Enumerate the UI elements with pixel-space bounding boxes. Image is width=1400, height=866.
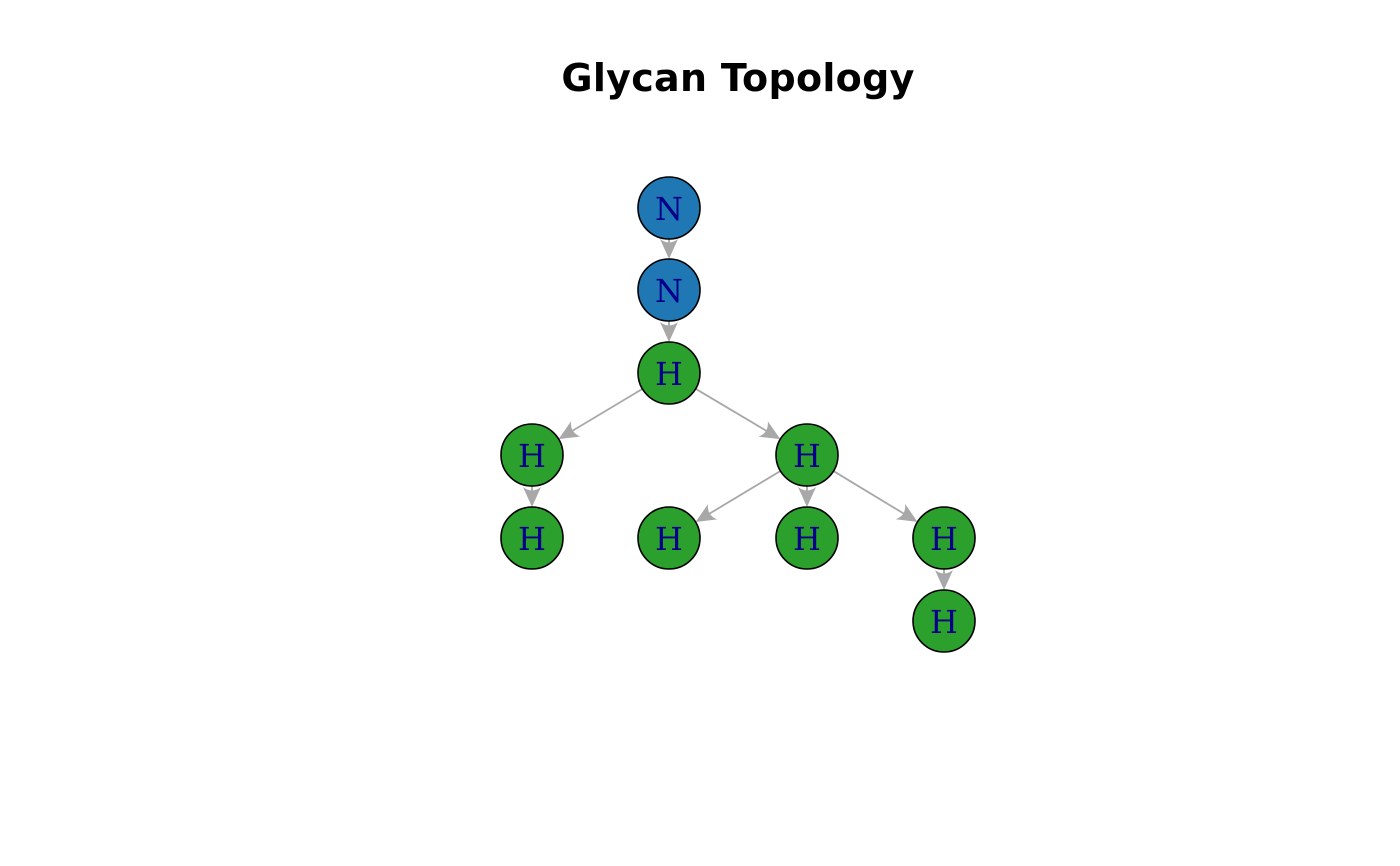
- node-h7: H: [912, 506, 976, 570]
- node-h2: H: [500, 423, 564, 487]
- node-circle: [912, 506, 976, 570]
- arrowhead-h2-h4: [523, 487, 541, 507]
- node-h1: H: [637, 341, 701, 405]
- node-h4: H: [500, 506, 564, 570]
- arrowhead-h3-h7: [895, 503, 918, 522]
- node-label: H: [655, 520, 683, 558]
- node-label: H: [930, 520, 958, 558]
- node-label: H: [655, 355, 683, 393]
- arrowhead-n1-n2: [660, 239, 678, 259]
- node-circle: [637, 341, 701, 405]
- arrowhead-h1-h2: [558, 421, 581, 440]
- arrowhead-h3-h5: [695, 504, 718, 523]
- node-label: H: [518, 437, 546, 475]
- node-circle: [775, 506, 839, 570]
- diagram-title: Glycan Topology: [561, 56, 915, 100]
- arrowhead-h7-h8: [935, 570, 953, 590]
- node-circle: [637, 506, 701, 570]
- edge-h3-h7: [833, 470, 905, 515]
- edge-h3-h5: [708, 470, 781, 515]
- edges-layer: [523, 239, 953, 590]
- node-h3: H: [775, 423, 839, 487]
- nodes-layer: N N H H H H H H H H: [500, 176, 976, 653]
- node-n1: N: [637, 176, 701, 240]
- node-h5: H: [637, 506, 701, 570]
- node-label: H: [930, 603, 958, 641]
- arrowhead-h3-h6: [798, 487, 816, 507]
- node-label: N: [655, 190, 683, 228]
- node-circle: [637, 176, 701, 240]
- node-h8: H: [912, 589, 976, 653]
- node-label: H: [793, 437, 821, 475]
- node-circle: [500, 506, 564, 570]
- node-circle: [500, 423, 564, 487]
- node-h6: H: [775, 506, 839, 570]
- node-label: H: [518, 520, 546, 558]
- edge-h1-h2: [571, 388, 643, 432]
- node-circle: [637, 258, 701, 322]
- node-label: N: [655, 272, 683, 310]
- node-circle: [775, 423, 839, 487]
- node-n2: N: [637, 258, 701, 322]
- arrowhead-h1-h3: [758, 421, 781, 440]
- node-circle: [912, 589, 976, 653]
- node-label: H: [793, 520, 821, 558]
- edge-h1-h3: [695, 388, 768, 432]
- arrowhead-n2-h1: [660, 322, 678, 342]
